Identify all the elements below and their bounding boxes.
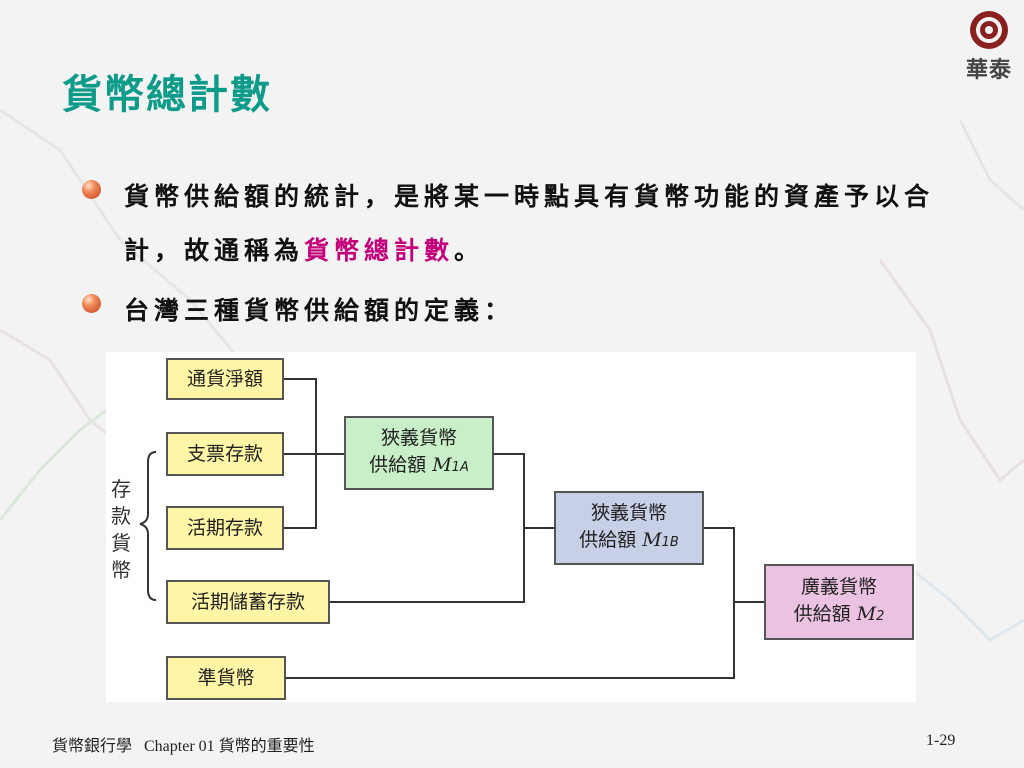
m1a-line2: 供給額	[369, 454, 427, 476]
logo-text: 華泰	[965, 58, 1012, 83]
bullet-text: 台灣三種貨幣供給額的定義：	[124, 284, 980, 338]
m1a-symbol: M	[432, 454, 452, 476]
m2-subscript: 2	[876, 609, 885, 624]
footer-course-title: 貨幣銀行學 Chapter 01 貨幣的重要性	[52, 738, 315, 755]
bullet-text-plain: 貨幣供給額的統計，是將某一時點具有貨幣功能的資產予以合計，故通稱為	[124, 182, 935, 265]
m2-line2: 供給額	[793, 603, 851, 625]
m1a-title: 狹義貨幣	[380, 427, 457, 449]
spiral-logo-icon	[970, 11, 1008, 49]
m2-box: 廣義貨幣 供給額 M2	[764, 564, 914, 640]
page-title: 貨幣總計數	[62, 71, 272, 118]
publisher-logo: 華泰	[958, 8, 1020, 88]
currency-net-label: 通貨淨額	[186, 367, 263, 390]
m1a-box: 狹義貨幣 供給額 M1A	[344, 416, 494, 490]
m1b-box: 狹義貨幣 供給額 M1B	[554, 491, 704, 565]
savings-deposit-box: 活期儲蓄存款	[166, 580, 330, 624]
savings-deposit-label: 活期儲蓄存款	[190, 590, 305, 613]
demand-deposit-box: 活期存款	[166, 506, 284, 550]
m1b-symbol: M	[642, 529, 662, 551]
quasi-money-label: 準貨幣	[197, 666, 255, 689]
bullet-text-end: 。	[454, 236, 485, 265]
m1b-title: 狹義貨幣	[590, 502, 667, 524]
money-supply-diagram: 存款貨幣 通貨淨額 支票存款 活期存款 活期儲蓄存款 準貨幣 狹義貨幣 供給額 …	[106, 352, 916, 702]
bullet-text: 貨幣供給額的統計，是將某一時點具有貨幣功能的資產予以合計，故通稱為貨幣總計數。	[124, 170, 980, 278]
deposit-money-label: 存款貨幣	[111, 477, 131, 582]
bullet-highlight: 貨幣總計數	[304, 236, 455, 265]
footer-page-number: 1-29	[926, 732, 956, 749]
checking-deposit-label: 支票存款	[186, 442, 263, 465]
bullet-dot-icon	[82, 294, 101, 313]
bullet-dot-icon	[82, 180, 101, 199]
m2-symbol: M	[856, 603, 877, 625]
bullet-item: 台灣三種貨幣供給額的定義：	[80, 284, 980, 338]
m1b-subscript: 1B	[661, 535, 679, 550]
m1b-line2: 供給額	[579, 529, 637, 551]
checking-deposit-box: 支票存款	[166, 432, 284, 476]
bullet-item: 貨幣供給額的統計，是將某一時點具有貨幣功能的資產予以合計，故通稱為貨幣總計數。	[80, 170, 980, 278]
diagram-connectors	[139, 378, 764, 679]
demand-deposit-label: 活期存款	[186, 516, 263, 539]
quasi-money-box: 準貨幣	[166, 656, 286, 700]
bullet-text-plain: 台灣三種貨幣供給額的定義：	[124, 296, 515, 325]
bullet-list: 貨幣供給額的統計，是將某一時點具有貨幣功能的資產予以合計，故通稱為貨幣總計數。 …	[80, 170, 980, 344]
currency-net-box: 通貨淨額	[166, 358, 284, 400]
m1a-subscript: 1A	[451, 460, 469, 475]
m2-title: 廣義貨幣	[800, 576, 877, 598]
